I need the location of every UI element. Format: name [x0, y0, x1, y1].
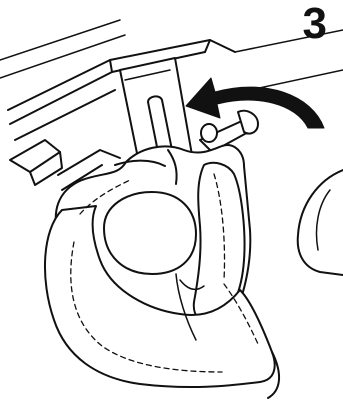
- step-number: 3: [303, 0, 327, 48]
- gloved-hand: [45, 145, 279, 398]
